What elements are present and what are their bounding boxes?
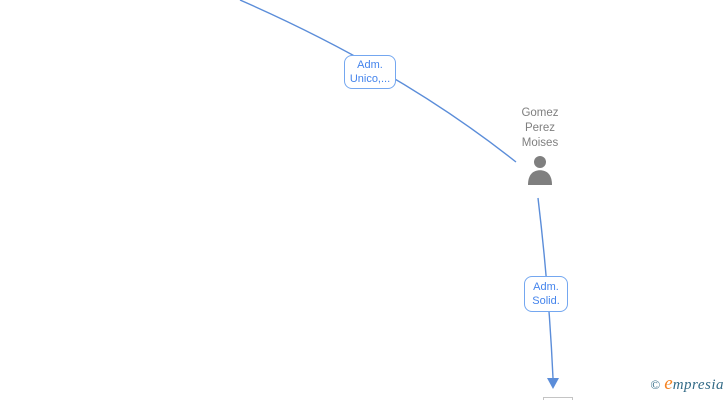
edge-label-adm-solid[interactable]: Adm. Solid. [524, 276, 568, 312]
empresia-logo-initial: e [664, 373, 673, 394]
copyright-icon: © [650, 377, 661, 392]
edge-label-adm-unico[interactable]: Adm. Unico,... [344, 55, 396, 89]
edge-label-line: Unico,... [349, 73, 391, 85]
edge-label-line: Adm. [533, 281, 559, 293]
edge-label-line: Adm. [357, 59, 383, 71]
empresia-logo-text: mpresia [672, 377, 724, 393]
empresia-logo: ©empresia [650, 373, 724, 395]
person-name-line: Moises [521, 137, 559, 149]
arrowhead-icon [547, 378, 559, 389]
person-name-line: Gomez [521, 107, 559, 119]
person-name: Gomez Perez Moises [488, 106, 592, 151]
person-name-line: Perez [524, 122, 556, 134]
person-node-gomez-perez-moises[interactable]: Gomez Perez Moises [488, 106, 592, 190]
edge-label-line: Solid. [532, 295, 560, 307]
person-icon [528, 156, 552, 185]
company-node-cutoff[interactable] [543, 397, 573, 400]
